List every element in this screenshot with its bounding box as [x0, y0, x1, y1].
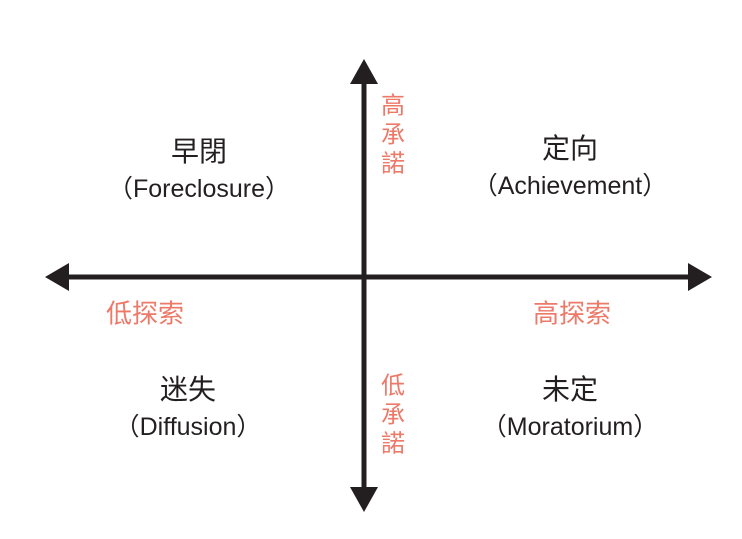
- down-arrowhead-icon: [350, 487, 378, 512]
- left-arrowhead-icon: [45, 263, 69, 291]
- quadrant-top-left-subtitle: （Foreclosure）: [108, 175, 290, 204]
- axis-label-low-commitment: 低承諾: [376, 372, 404, 460]
- quadrant-top-right: 定向 （Achievement）: [473, 133, 668, 201]
- quadrant-top-right-subtitle: （Achievement）: [472, 172, 668, 201]
- up-arrowhead-icon: [350, 59, 378, 84]
- horizontal-axis: [45, 263, 712, 291]
- quadrant-top-left-title: 早閉: [170, 136, 227, 168]
- axis-label-high-commitment: 高承諾: [376, 92, 404, 180]
- quadrant-bottom-right-subtitle: （Moratorium）: [481, 413, 659, 442]
- vertical-axis: [350, 59, 378, 512]
- quadrant-top-right-title: 定向: [541, 133, 598, 165]
- quadrant-bottom-left: 迷失 （Diffusion）: [115, 374, 262, 442]
- quadrant-bottom-right: 未定 （Moratorium）: [482, 374, 658, 442]
- quadrant-top-left: 早閉 （Foreclosure）: [108, 136, 290, 204]
- quadrant-bottom-left-subtitle: （Diffusion）: [114, 413, 262, 442]
- quadrant-bottom-left-title: 迷失: [159, 374, 217, 406]
- quadrant-bottom-right-title: 未定: [541, 374, 599, 406]
- axis-label-high-exploration: 高探索: [532, 298, 612, 329]
- right-arrowhead-icon: [688, 263, 712, 291]
- axis-label-low-exploration: 低探索: [105, 298, 185, 329]
